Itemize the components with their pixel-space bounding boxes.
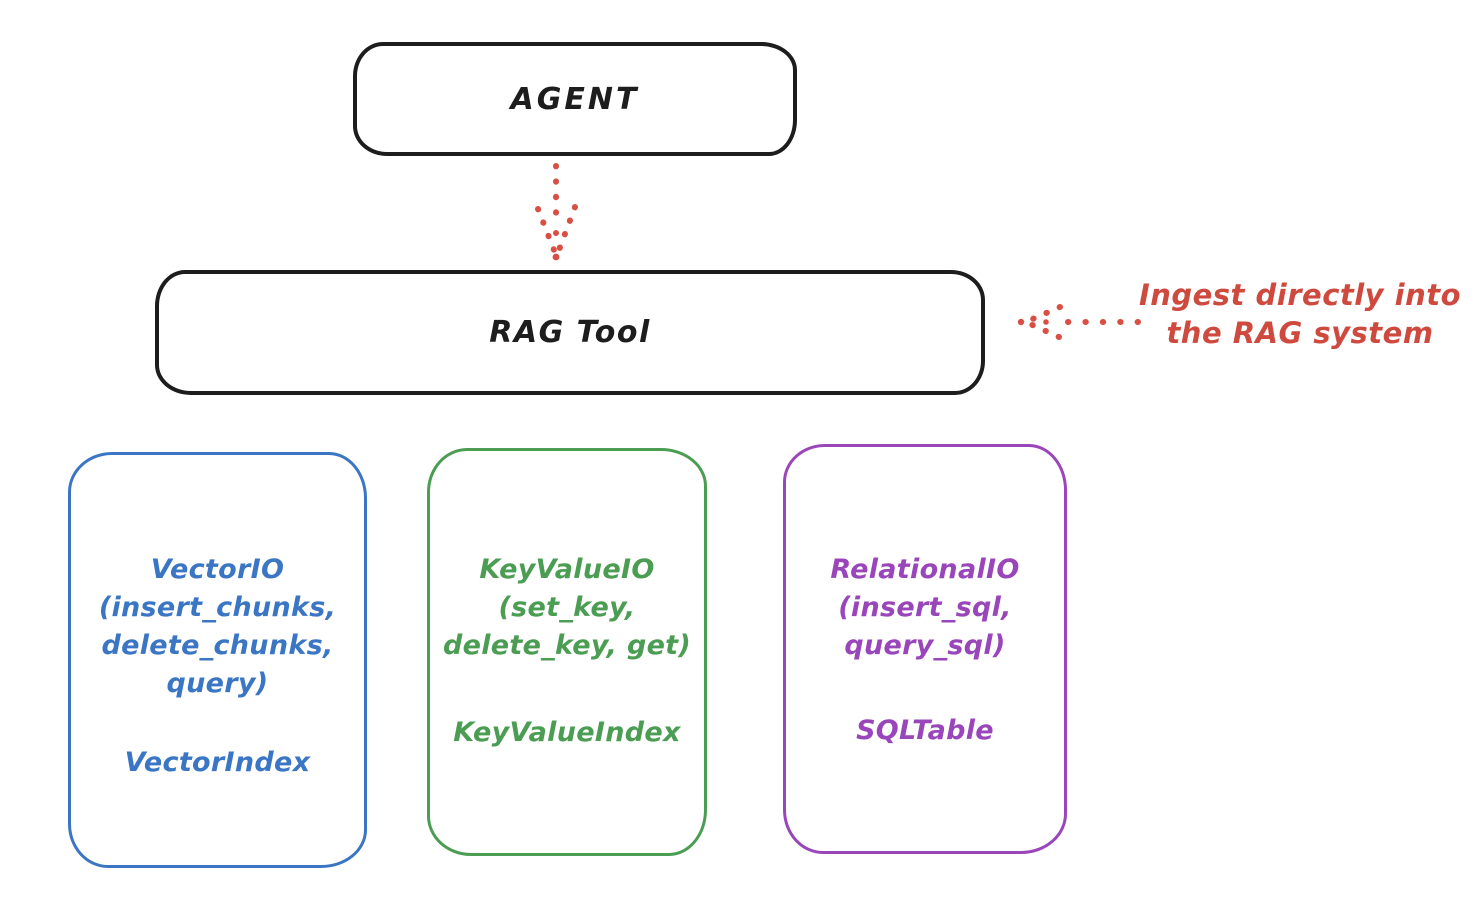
- keyvalue-index-label: KeyValueIndex: [453, 717, 681, 748]
- rag-tool-node[interactable]: RAG Tool: [155, 270, 985, 395]
- vector-io-title: VectorIO (insert_chunks, delete_chunks, …: [71, 551, 364, 703]
- keyvalue-io-line: delete_key, get): [442, 630, 692, 661]
- ingest-annotation: Ingest directly into the RAG system: [1130, 276, 1470, 352]
- keyvalue-io-card[interactable]: KeyValueIO (set_key, delete_key, get) Ke…: [427, 448, 707, 856]
- vector-io-card[interactable]: VectorIO (insert_chunks, delete_chunks, …: [68, 452, 367, 868]
- agent-to-ragtool-arrow-icon: [535, 163, 578, 261]
- relational-io-line: RelationalIO: [830, 554, 1020, 585]
- vector-io-line: query): [166, 668, 269, 699]
- agent-label: AGENT: [510, 81, 640, 117]
- ingest-annotation-line1: Ingest directly into: [1138, 278, 1462, 312]
- vector-io-line: delete_chunks,: [101, 630, 334, 661]
- vector-io-line: (insert_chunks,: [98, 592, 337, 623]
- ingest-arrow-icon: [1017, 304, 1141, 340]
- relational-io-card[interactable]: RelationalIO (insert_sql, query_sql) SQL…: [783, 444, 1067, 854]
- relational-io-line: (insert_sql,: [838, 592, 1012, 623]
- keyvalue-io-line: KeyValueIO: [479, 554, 655, 585]
- vector-index-label: VectorIndex: [124, 747, 311, 778]
- agent-node[interactable]: AGENT: [353, 42, 797, 156]
- keyvalue-io-line: (set_key,: [498, 592, 636, 623]
- rag-tool-label: RAG Tool: [489, 315, 651, 350]
- relational-io-line: query_sql): [844, 630, 1006, 661]
- sql-table-label: SQLTable: [856, 715, 994, 746]
- relational-io-title: RelationalIO (insert_sql, query_sql): [786, 551, 1064, 665]
- vector-io-line: VectorIO: [150, 554, 285, 585]
- ingest-annotation-line2: the RAG system: [1166, 316, 1434, 350]
- keyvalue-io-title: KeyValueIO (set_key, delete_key, get): [430, 551, 704, 665]
